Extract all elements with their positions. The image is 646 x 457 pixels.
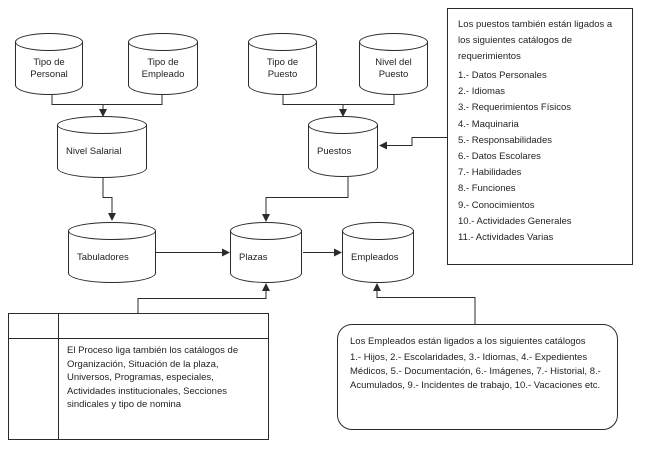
employees-catalog-items: 1.- Hijos, 2.- Escolaridades, 3.- Idioma… bbox=[350, 352, 601, 391]
requirement-item: 10.- Actividades Generales bbox=[458, 215, 572, 227]
cylinder-top-ellipse bbox=[230, 222, 302, 240]
connector-plazas-to-empleados bbox=[303, 248, 342, 257]
connector-tipos-to-nivel-salarial bbox=[51, 95, 163, 117]
cylinder-tipo-de-puesto: Tipo de Puesto bbox=[248, 33, 317, 95]
table-cell-empty bbox=[9, 314, 59, 339]
connector-tabuladores-to-plazas bbox=[156, 248, 230, 257]
connector-reqbox-to-puestos bbox=[379, 137, 447, 150]
cylinder-top-ellipse bbox=[57, 116, 147, 134]
cylinder-plazas: Plazas bbox=[230, 222, 302, 283]
cylinder-top-ellipse bbox=[68, 222, 156, 240]
connector-puesto-to-puestos bbox=[282, 95, 395, 117]
process-note-text: El Proceso liga también los catálogos de… bbox=[67, 345, 239, 410]
cylinder-tipo-de-personal: Tipo de Personal bbox=[15, 33, 83, 95]
requirement-item: 11.- Actividades Varias bbox=[458, 232, 554, 244]
requirement-item: 8.- Funciones bbox=[458, 183, 516, 195]
cylinder-top-ellipse bbox=[308, 116, 378, 134]
requirement-item: 9.- Conocimientos bbox=[458, 199, 535, 211]
cylinder-label: Tipo de Puesto bbox=[266, 57, 299, 80]
requirements-catalog-box: Los puestos también están ligados a los … bbox=[447, 8, 633, 265]
cylinder-top-ellipse bbox=[248, 33, 317, 51]
arrowhead-down bbox=[262, 214, 270, 222]
cylinder-nivel-del-puesto: Nivel del Puesto bbox=[359, 33, 428, 95]
arrowhead-down bbox=[99, 109, 107, 117]
cylinder-label: Tipo de Personal bbox=[30, 57, 68, 80]
arrowhead-left bbox=[379, 141, 387, 150]
cylinder-label: Nivel Salarial bbox=[66, 146, 122, 158]
requirement-item: 6.- Datos Escolares bbox=[458, 151, 541, 163]
requirement-item: 7.- Habilidades bbox=[458, 167, 522, 179]
arrowhead-up bbox=[373, 283, 381, 291]
cylinder-label: Plazas bbox=[239, 251, 268, 263]
connector-empbox-to-empleados bbox=[373, 283, 476, 324]
cylinder-nivel-salarial: Nivel Salarial bbox=[57, 116, 147, 178]
arrowhead-down bbox=[108, 213, 116, 221]
requirement-item: 1.- Datos Personales bbox=[458, 70, 547, 81]
cylinder-tabuladores: Tabuladores bbox=[68, 222, 156, 283]
arrowhead-right bbox=[222, 248, 230, 257]
cylinder-tipo-de-empleado: Tipo de Empleado bbox=[128, 33, 198, 95]
cylinder-label: Puestos bbox=[317, 145, 352, 157]
connector-puestos-to-plazas bbox=[262, 177, 349, 222]
requirement-item: 5.- Responsabilidades bbox=[458, 134, 553, 146]
cylinder-label: Tipo de Empleado bbox=[141, 57, 185, 80]
cylinder-top-ellipse bbox=[15, 33, 83, 51]
cylinder-puestos: Puestos bbox=[308, 116, 378, 177]
requirement-item: 4.- Maquinaria bbox=[458, 118, 519, 130]
requirement-item: 3.- Requerimientos Físicos bbox=[458, 102, 571, 114]
arrowhead-down bbox=[339, 109, 347, 117]
cylinder-label: Empleados bbox=[351, 251, 399, 263]
table-cell-empty bbox=[59, 314, 268, 339]
requirements-title: Los puestos también están ligados a los … bbox=[458, 19, 613, 62]
cylinder-top-ellipse bbox=[342, 222, 414, 240]
arrowhead-right bbox=[334, 248, 342, 257]
requirement-item: 2.- Idiomas bbox=[458, 86, 505, 98]
process-note-table: El Proceso liga también los catálogos de… bbox=[8, 313, 269, 440]
employees-catalog-intro: Los Empleados están ligados a los siguie… bbox=[350, 336, 586, 347]
cylinder-label: Tabuladores bbox=[77, 251, 129, 263]
connector-nivel-salarial-to-tabuladores bbox=[102, 178, 116, 221]
cylinder-top-ellipse bbox=[359, 33, 428, 51]
cylinder-label: Nivel del Puesto bbox=[375, 57, 412, 80]
employees-catalog-box: Los Empleados están ligados a los siguie… bbox=[337, 324, 618, 430]
cylinder-top-ellipse bbox=[128, 33, 198, 51]
table-cell-empty bbox=[9, 339, 59, 439]
arrowhead-up bbox=[262, 283, 270, 291]
cylinder-empleados: Empleados bbox=[342, 222, 414, 283]
connector-table-to-plazas bbox=[137, 283, 270, 313]
